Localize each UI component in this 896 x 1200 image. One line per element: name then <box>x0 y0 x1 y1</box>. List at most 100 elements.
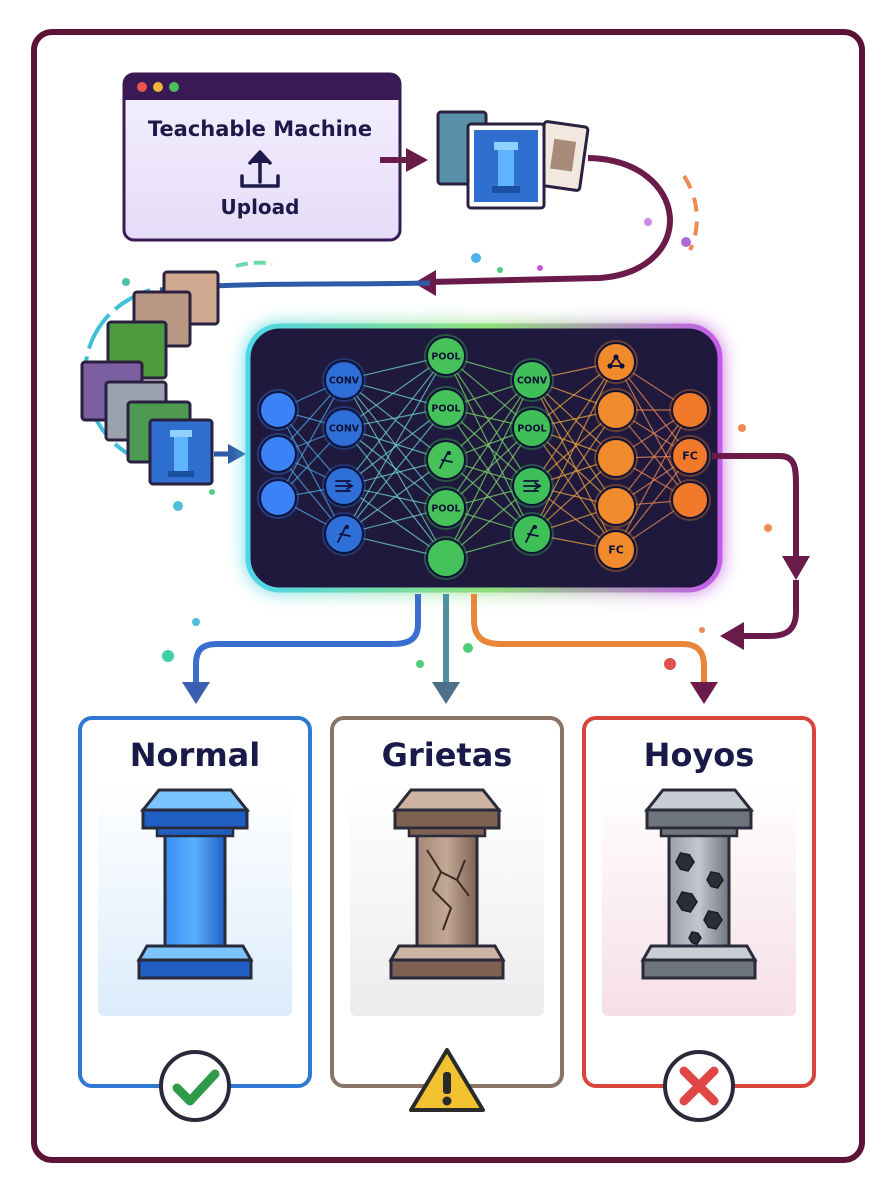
upload-icon[interactable] <box>240 150 280 188</box>
network-edge <box>343 379 447 559</box>
network-edge <box>531 361 617 535</box>
decor-dash-2 <box>235 260 273 268</box>
network-edge <box>343 459 447 535</box>
node-label: CONV <box>329 376 360 387</box>
class-card-grietas[interactable]: Grietas <box>330 716 564 1112</box>
network-node <box>259 479 297 517</box>
input-arrow-head <box>228 444 246 464</box>
network-node <box>512 360 552 400</box>
network-edge <box>531 379 617 551</box>
pillar-normal <box>136 788 254 980</box>
node-label: POOL <box>517 424 546 435</box>
layer-input <box>257 389 299 519</box>
network-node <box>324 360 364 400</box>
pillar-cracked <box>388 788 506 980</box>
network-edge <box>343 355 447 535</box>
network-edge <box>615 361 691 501</box>
network-node <box>671 437 709 475</box>
class-card-normal[interactable]: Normal <box>78 716 312 1122</box>
network-node <box>671 391 709 429</box>
network-node <box>426 336 466 376</box>
app-title: Teachable Machine <box>148 117 372 141</box>
node-label: CONV <box>517 376 548 387</box>
decor-sparkles <box>122 218 772 670</box>
network-edge <box>277 379 345 499</box>
network-node <box>596 390 636 430</box>
node-label: FC <box>682 450 698 463</box>
network-node <box>512 408 552 448</box>
output-loop-arrow-head <box>782 556 810 580</box>
node-label: POOL <box>431 504 460 515</box>
cross-icon <box>663 1050 735 1122</box>
edge-icon <box>525 525 539 543</box>
branch-hoyos <box>471 594 707 682</box>
network-edge <box>445 379 533 559</box>
network-edge <box>531 361 617 487</box>
flow-icon <box>523 480 542 492</box>
node-label: POOL <box>431 352 460 363</box>
network-edge <box>343 427 447 559</box>
uploaded-image-stack <box>436 110 590 210</box>
edge-icon <box>439 451 453 469</box>
network-node <box>426 388 466 428</box>
network-node <box>259 435 297 473</box>
check-icon <box>159 1050 231 1122</box>
network-node <box>671 481 709 519</box>
neural-network-panel <box>245 323 723 593</box>
network-node <box>324 408 364 448</box>
network-edge <box>445 355 533 487</box>
share-icon <box>607 354 625 369</box>
layer-pool-1: POOL POOL POOL <box>424 334 468 580</box>
output-return-arrow-head <box>720 622 744 650</box>
network-edge <box>445 407 533 535</box>
layer-fc-1: FC <box>594 340 638 572</box>
network-edge <box>445 379 533 509</box>
branch-normal-head <box>182 682 210 704</box>
network-edge <box>615 409 691 551</box>
upload-label[interactable]: Upload <box>221 195 300 219</box>
network-edge <box>343 485 447 559</box>
network-edge <box>615 409 691 507</box>
window-maximize-dot[interactable] <box>169 82 179 92</box>
warning-icon <box>409 1048 485 1112</box>
branch-normal <box>193 594 421 682</box>
network-node <box>259 391 297 429</box>
class-label: Normal <box>130 736 260 774</box>
class-label: Hoyos <box>644 736 755 774</box>
teachable-machine-window[interactable]: Teachable Machine Upload <box>122 72 402 242</box>
network-edge <box>277 409 345 535</box>
network-node <box>426 488 466 528</box>
output-return-arrow <box>740 580 799 639</box>
network-edge <box>343 355 447 429</box>
class-card-hoyos[interactable]: Hoyos <box>582 716 816 1122</box>
edge-icon <box>337 525 351 543</box>
return-path-arrow <box>429 155 673 285</box>
node-label: POOL <box>431 404 460 415</box>
network-edge <box>343 379 447 461</box>
decor-dash <box>682 174 699 251</box>
window-minimize-dot[interactable] <box>153 82 163 92</box>
network-node <box>596 530 636 570</box>
network-edge <box>343 407 447 487</box>
network-edge <box>531 409 617 535</box>
network-node <box>596 438 636 478</box>
network-edge <box>531 427 617 551</box>
layer-fc-2: FC <box>669 389 711 521</box>
window-close-dot[interactable] <box>137 82 147 92</box>
network-edge <box>445 427 533 559</box>
network-edge <box>343 427 447 509</box>
branch-hoyos-head <box>690 682 718 704</box>
branch-grietas-head <box>432 682 460 704</box>
node-label: FC <box>608 544 624 557</box>
network-node <box>596 342 636 382</box>
network-edge <box>343 407 447 535</box>
output-loop-arrow <box>712 453 799 560</box>
layer-conv-2: CONV POOL <box>510 358 554 556</box>
pillar-holes <box>640 788 758 980</box>
flow-icon <box>335 480 354 492</box>
network-edge <box>343 355 447 487</box>
network-node <box>596 486 636 526</box>
